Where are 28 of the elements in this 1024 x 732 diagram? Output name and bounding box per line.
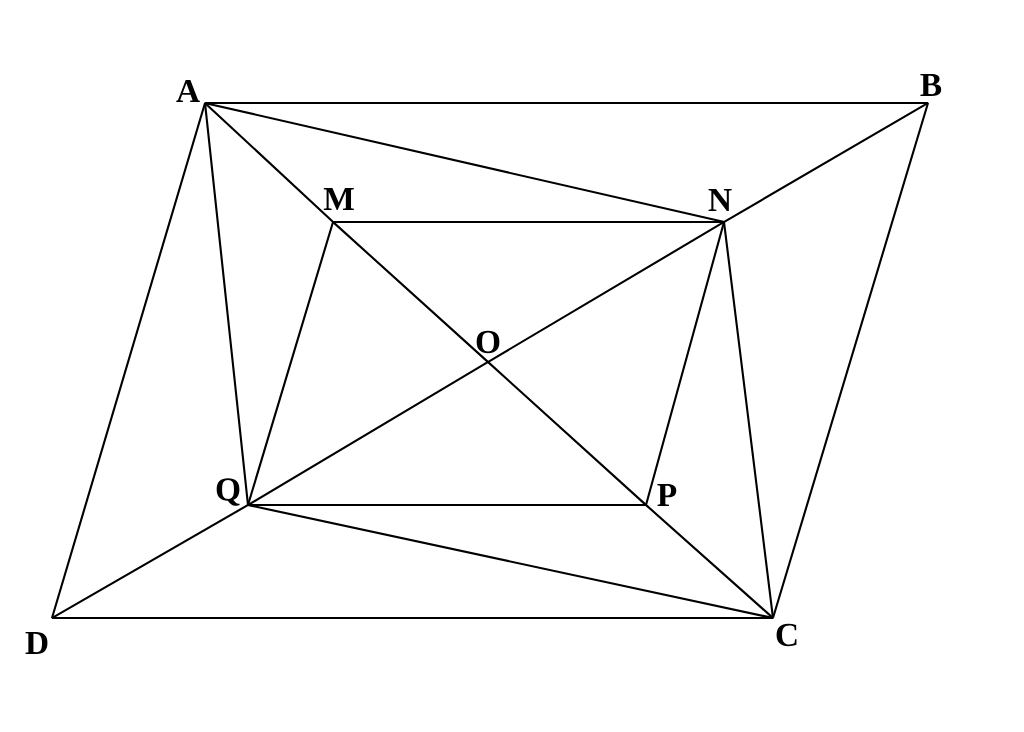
line-segment bbox=[723, 221, 774, 619]
line-segment bbox=[204, 102, 334, 223]
line-segment bbox=[247, 503, 647, 507]
line-segment bbox=[645, 221, 725, 506]
line-segment bbox=[772, 102, 929, 619]
line-segment bbox=[645, 504, 774, 619]
line-segment bbox=[487, 221, 725, 363]
line-segment bbox=[247, 504, 774, 619]
point-label: O bbox=[476, 330, 500, 354]
line-segment bbox=[247, 221, 334, 506]
point-label: N bbox=[708, 189, 732, 211]
point-label: B bbox=[920, 74, 942, 96]
point-label: P bbox=[657, 484, 677, 506]
point-label: M bbox=[323, 188, 354, 210]
line-segment bbox=[51, 504, 249, 619]
line-segment bbox=[332, 220, 725, 224]
line-segment bbox=[487, 361, 647, 506]
line-segment bbox=[204, 101, 929, 105]
line-segment bbox=[204, 102, 249, 506]
line-segment bbox=[204, 102, 725, 223]
line-segment bbox=[723, 102, 929, 223]
point-label: Q bbox=[216, 478, 240, 506]
point-label: D bbox=[25, 632, 48, 654]
line-segment bbox=[51, 102, 206, 619]
point-label: C bbox=[776, 623, 797, 647]
line-segment bbox=[332, 221, 489, 363]
point-label: A bbox=[176, 80, 200, 102]
line-segment bbox=[247, 361, 489, 506]
